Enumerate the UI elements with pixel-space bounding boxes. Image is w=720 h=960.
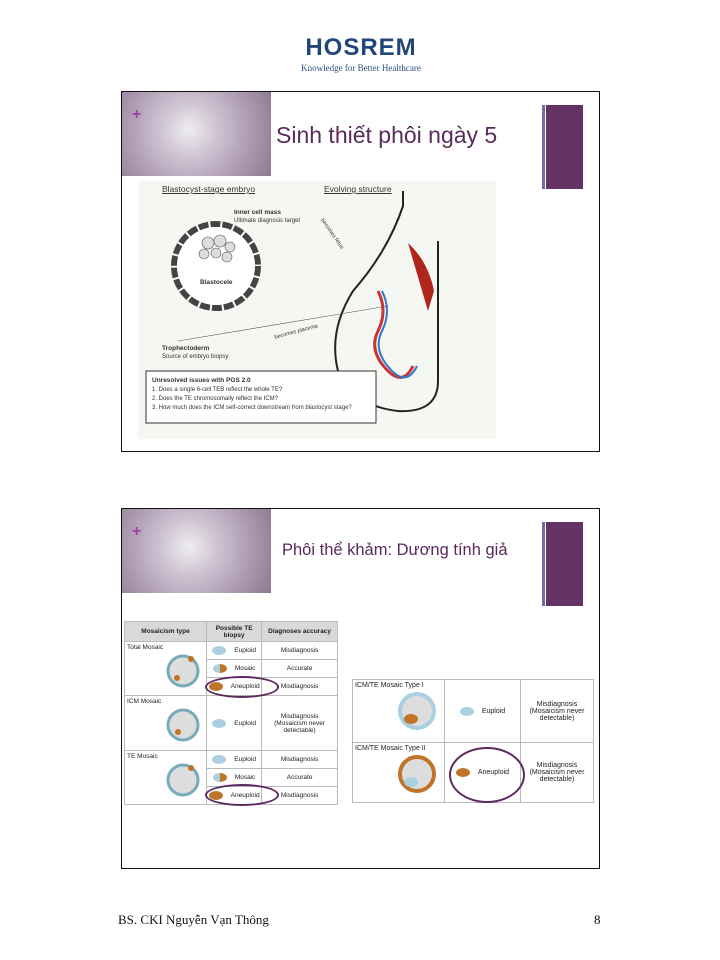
embryo-diagram — [398, 755, 436, 793]
embryo-diagram — [166, 654, 200, 688]
issue-1: 1. Does a single 6-cell TEB reflect the … — [152, 387, 283, 393]
accuracy: Accurate — [261, 659, 338, 678]
type-label: ICM Mosaic — [127, 698, 162, 705]
biopsy: Euploid — [234, 756, 256, 763]
accent-bar — [546, 105, 583, 189]
accuracy: Misdiagnosis — [261, 641, 338, 660]
header-biopsy: Possible TE biopsy — [205, 621, 263, 642]
type-label: Total Mosaic — [127, 644, 164, 651]
type-label: ICM/TE Mosaic Type II — [355, 745, 426, 752]
slide-1: + Sinh thiết phôi ngày 5 Blastocyst-stag… — [121, 91, 600, 452]
table-row: Total Mosaic Euploid Misdiagnosis — [124, 641, 338, 696]
embryo-diagram — [166, 763, 200, 797]
issue-2: 2. Does the TE chromosomally reflect the… — [152, 396, 278, 402]
biopsy: Mosaic — [234, 665, 256, 672]
table-row: ICM/TE Mosaic Type I Euploid Misdiagnosi… — [352, 679, 594, 743]
accent-line — [542, 522, 545, 606]
embryo-header-image — [122, 92, 271, 176]
biopsy: Mosaic — [234, 774, 256, 781]
header-type: Mosaicism type — [124, 621, 207, 642]
accuracy: Misdiagnosis (Mosaicism never detectable… — [261, 695, 338, 751]
slide-title: Phôi thể khảm: Dương tính giả — [282, 541, 508, 559]
highlight-circle — [205, 784, 279, 806]
footer-author: BS. CKI Nguyễn Vạn Thông — [118, 912, 269, 927]
slide-2: + Phôi thể khảm: Dương tính giả Mosaicis… — [121, 508, 600, 869]
left-heading: Blastocyst-stage embryo — [162, 184, 256, 194]
accent-bar — [546, 522, 583, 606]
issues-title: Unresolved issues with PGS 2.0 — [152, 377, 251, 384]
te-label: Trophectoderm — [162, 345, 210, 352]
right-heading: Evolving structure — [324, 184, 392, 194]
issue-3: 3. How much does the ICM self-correct do… — [152, 405, 352, 411]
logo-tagline: Knowledge for Better Healthcare — [301, 63, 421, 73]
type-label: ICM/TE Mosaic Type I — [355, 682, 424, 689]
plus-icon: + — [132, 106, 142, 123]
blastocyst-figure: Blastocyst-stage embryo Evolving structu… — [138, 181, 496, 439]
biopsy: Euploid — [234, 647, 256, 654]
biopsy: Euploid — [481, 707, 506, 715]
header-accuracy: Diagnoses accuracy — [261, 621, 338, 642]
accuracy: Accurate — [261, 768, 338, 787]
highlight-circle — [449, 747, 525, 803]
slide-title: Sinh thiết phôi ngày 5 — [276, 122, 498, 148]
highlight-circle — [205, 676, 279, 698]
blastocele-label: Blastocele — [200, 279, 233, 286]
table-row: Mosaic Accurate — [125, 659, 338, 678]
accuracy: Misdiagnosis — [261, 750, 338, 769]
embryo-diagram — [166, 708, 200, 742]
icm-label: Inner cell mass — [234, 209, 281, 216]
embryo-header-image — [122, 509, 271, 593]
te-sub: Source of embryo biopsy — [162, 354, 229, 360]
table-row: TE Mosaic Euploid Misdiagnosis — [124, 750, 338, 805]
biopsy: Euploid — [234, 719, 256, 727]
hosrem-logo: HOSREM Knowledge for Better Healthcare — [296, 34, 426, 73]
table-row: ICM Mosaic Euploid Misdiagnosis (Mosaicis… — [124, 695, 338, 751]
page-number: 8 — [594, 912, 601, 927]
logo-name: HOSREM — [305, 34, 417, 61]
embryo-diagram — [398, 692, 436, 730]
icm-sub: Ultimate diagnosis target — [234, 218, 301, 224]
accuracy: Misdiagnosis (Mosaicism never detectable… — [520, 742, 594, 803]
type-label: TE Mosaic — [127, 753, 158, 760]
accuracy: Misdiagnosis (Mosaicism never detectable… — [520, 679, 594, 743]
accent-line — [542, 105, 545, 189]
embryo-illustration — [145, 191, 439, 424]
plus-icon: + — [132, 523, 142, 540]
